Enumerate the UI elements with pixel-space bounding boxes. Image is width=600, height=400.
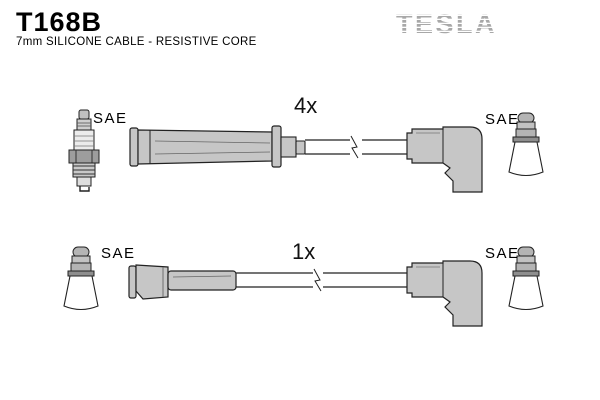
elbow-boot [406, 260, 483, 327]
sae-label-row1-left: SAE [93, 110, 128, 127]
quantity-label-row2: 1x [292, 239, 316, 264]
straight-boot [129, 125, 306, 168]
quantity-label-row1: 4x [294, 93, 318, 118]
spark-plug-icon [68, 109, 100, 192]
row2-cable-assembly [63, 246, 544, 327]
cable-break-symbol [313, 268, 322, 292]
cable-with-break [236, 268, 407, 292]
sae-label-row2-left: SAE [101, 245, 136, 262]
tesla-logo: TESLA [396, 9, 497, 39]
cable-break-symbol [350, 135, 359, 159]
distributor-terminal-icon [63, 246, 99, 311]
elbow-boot [406, 126, 483, 193]
sae-label-row1-right: SAE [485, 111, 520, 128]
tesla-logo-text: TESLA [396, 9, 497, 39]
cable-with-break [305, 135, 407, 159]
part-number: T168B [16, 7, 103, 37]
row1-cable-assembly [68, 109, 544, 193]
sae-label-row2-right: SAE [485, 245, 520, 262]
cable-spec-subtitle: 7mm SILICONE CABLE - RESISTIVE CORE [16, 36, 257, 48]
straight-boot-short [128, 264, 237, 300]
